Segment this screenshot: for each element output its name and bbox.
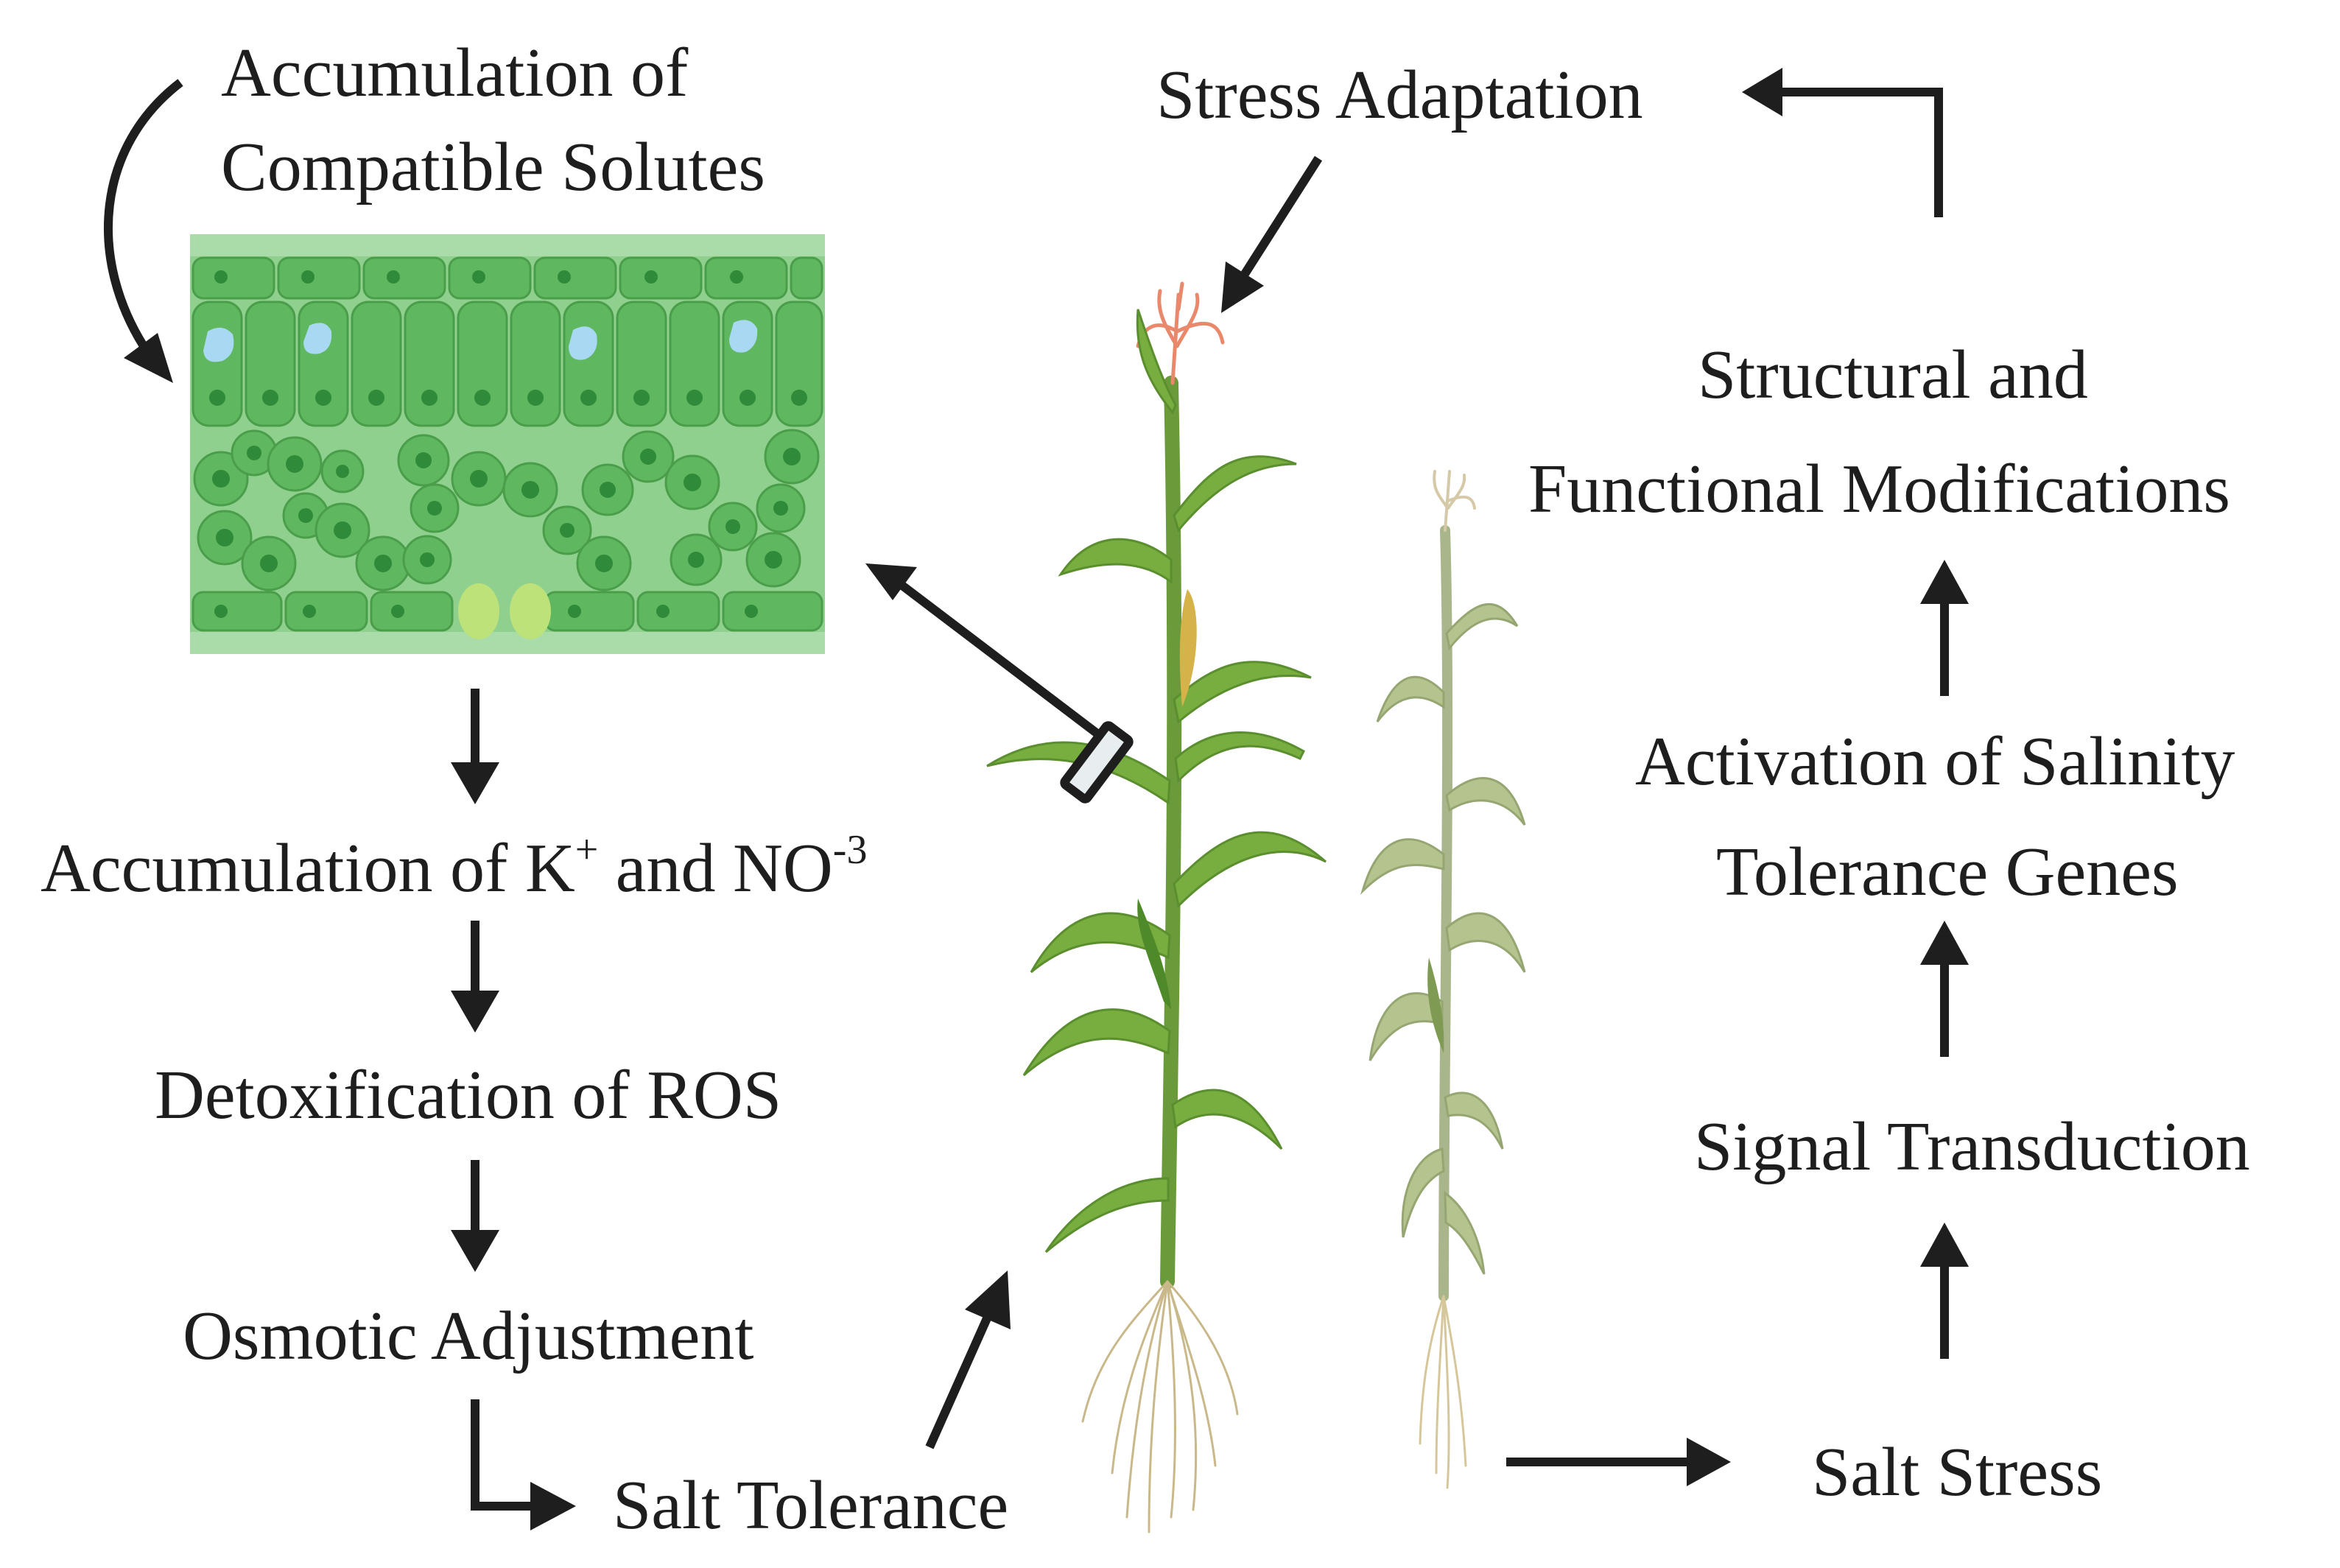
vacuole xyxy=(729,320,758,353)
compatible-solutes-label-line1: Accumulation of xyxy=(221,35,689,111)
up-arrow xyxy=(1920,560,1969,696)
signal-transduction-label: Signal Transduction xyxy=(1694,1108,2250,1185)
roots xyxy=(1081,1280,1239,1533)
vacuole xyxy=(303,323,332,354)
tassel xyxy=(1433,470,1476,532)
upper-epidermis xyxy=(192,256,823,300)
down-arrow xyxy=(451,921,499,1033)
lower-epidermis xyxy=(192,583,823,639)
guard-cell xyxy=(510,583,551,639)
palisade-layer xyxy=(192,300,823,427)
down-arrow xyxy=(451,689,499,804)
vacuole xyxy=(203,327,234,362)
salt-stress-label: Salt Stress xyxy=(1812,1434,2102,1511)
salt-tolerance-label: Salt Tolerance xyxy=(613,1467,1008,1544)
nitrate-superscript: -3 xyxy=(833,827,868,873)
healthy-maize-plant-illustration xyxy=(986,281,1327,1533)
stress-adaptation-label: Stress Adaptation xyxy=(1156,57,1643,133)
osmotic-adjustment-label: Osmotic Adjustment xyxy=(183,1298,754,1374)
potassium-superscript: + xyxy=(575,827,599,873)
roots xyxy=(1419,1295,1467,1489)
magnifier-arrow xyxy=(865,563,1134,804)
stressed-maize-plant-illustration xyxy=(1360,470,1526,1489)
leaf-cross-section-illustration xyxy=(190,234,825,654)
arrows xyxy=(103,68,1969,1530)
compatible-solutes-label-line2: Compatible Solutes xyxy=(221,129,765,205)
diagonal-arrow xyxy=(1221,155,1323,313)
curved-arrow xyxy=(103,79,183,383)
diagonal-arrow xyxy=(925,1270,1011,1449)
modifications-label-line2: Functional Modifications xyxy=(1528,451,2230,527)
spongy-mesophyll xyxy=(193,429,820,591)
up-arrow xyxy=(1920,921,1969,1057)
right-arrow xyxy=(1506,1438,1731,1486)
ros-detox-label: Detoxification of ROS xyxy=(155,1057,781,1133)
salinity-genes-label-line2: Tolerance Genes xyxy=(1716,834,2179,910)
up-arrow xyxy=(1920,1223,1969,1359)
salinity-genes-label-line1: Activation of Salinity xyxy=(1635,723,2235,800)
guard-cell xyxy=(458,583,499,639)
left-pathway-labels: Accumulation of Compatible Solutes Accum… xyxy=(41,35,1008,1544)
elbow-arrow xyxy=(471,1399,576,1530)
elbow-arrow xyxy=(1742,68,1943,217)
modifications-label-line1: Structural and xyxy=(1698,337,2088,413)
vacuole xyxy=(569,326,597,360)
ion-accumulation-label: Accumulation of K+ and NO-3 xyxy=(41,827,867,907)
ion-and-text: and NO xyxy=(598,830,833,907)
down-arrow xyxy=(451,1160,499,1272)
right-pathway-labels: Stress Adaptation Structural and Functio… xyxy=(1156,57,2250,1511)
ion-accumulation-text: Accumulation of K xyxy=(41,830,575,907)
